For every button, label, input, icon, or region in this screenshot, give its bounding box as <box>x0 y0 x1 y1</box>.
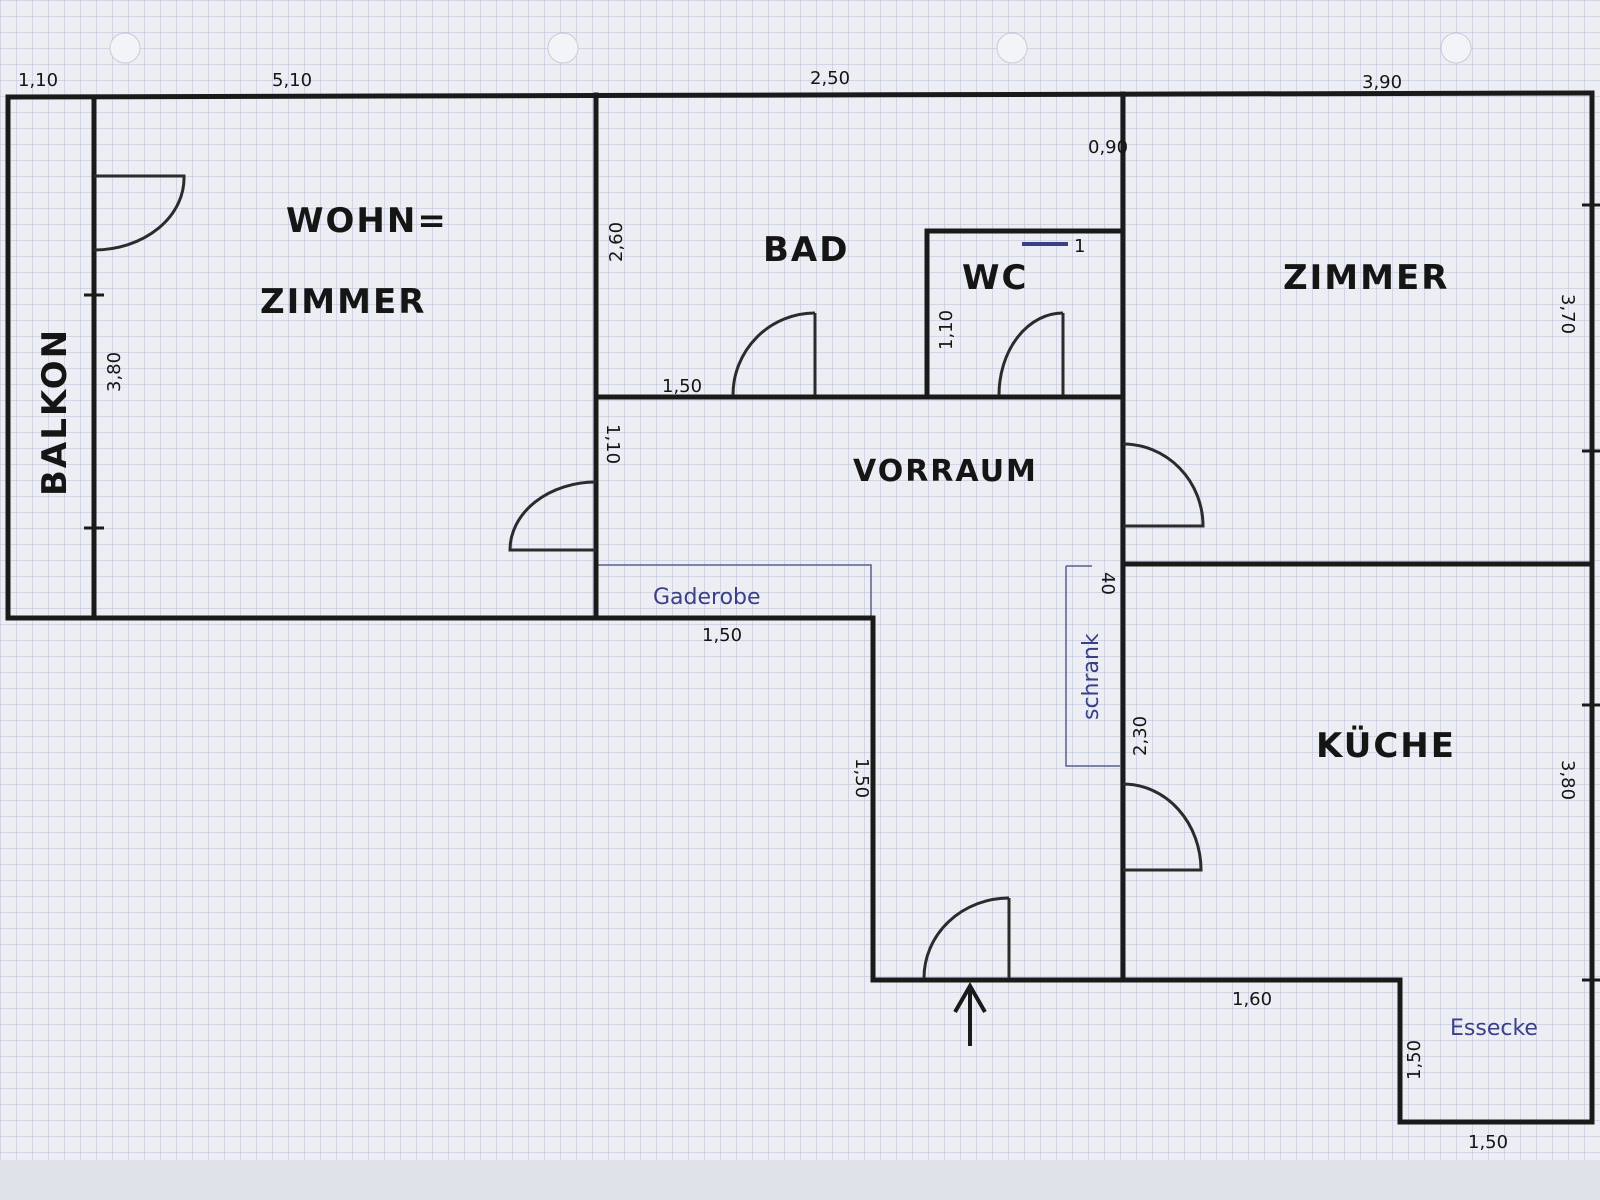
dim-zimmer-width: 3,90 <box>1362 72 1402 93</box>
door-bad <box>731 311 817 396</box>
garderobe-outline <box>598 564 872 618</box>
dim-schrank-depth: 40 <box>1097 572 1118 595</box>
wall-ticks <box>84 203 1600 982</box>
dim-wc-offset: 0,90 <box>1088 137 1128 158</box>
binder-holes <box>109 32 1472 64</box>
note-garderobe: Gaderobe <box>653 585 761 610</box>
door-balkon <box>93 174 186 252</box>
room-label-vorraum: VORRAUM <box>853 454 1038 489</box>
dim-wohn-height: 3,80 <box>104 352 125 392</box>
dim-vorraum-side: 1,10 <box>602 424 623 464</box>
room-label-bad: BAD <box>763 230 849 270</box>
door-wc <box>997 311 1065 396</box>
door-wohnzimmer <box>508 480 597 552</box>
dim-corridor-height: 1,50 <box>851 758 872 798</box>
dim-kueche-height: 3,80 <box>1557 760 1578 800</box>
dim-kueche-side: 2,30 <box>1130 716 1151 756</box>
door-kueche <box>1122 782 1203 872</box>
door-zimmer <box>1122 442 1205 528</box>
dim-bad-width: 2,50 <box>810 68 850 89</box>
note-essecke: Essecke <box>1450 1016 1538 1041</box>
dim-wohn-width: 5,10 <box>272 70 312 91</box>
paper-grid <box>0 0 1600 1160</box>
dim-balkon-width: 1,10 <box>18 70 58 91</box>
dim-bad-height: 2,60 <box>606 222 627 262</box>
doors <box>93 174 1205 979</box>
room-label-wc: WC <box>962 258 1028 298</box>
dim-garderobe-width: 1,50 <box>702 625 742 646</box>
dim-kueche-bottom: 1,60 <box>1232 989 1272 1010</box>
furniture-outlines <box>598 564 1120 767</box>
door-entrance <box>922 896 1011 979</box>
note-wc-number: 1 <box>1074 236 1085 257</box>
entrance-arrow-icon <box>953 981 987 1046</box>
dim-wc-height: 1,10 <box>936 310 957 350</box>
dim-bad-bottom: 1,50 <box>662 376 702 397</box>
schrank-outline <box>1065 565 1120 767</box>
room-label-zimmer: ZIMMER <box>1283 258 1449 298</box>
note-schrank: schrank <box>1079 633 1104 720</box>
room-label-wohnzimmer-line1: WOHN= <box>286 201 448 241</box>
room-label-balkon: BALKON <box>35 328 75 496</box>
dim-essecke-width: 1,50 <box>1468 1132 1508 1153</box>
dim-essecke-height: 1,50 <box>1404 1040 1425 1080</box>
room-label-kueche: KÜCHE <box>1316 725 1456 766</box>
dim-zimmer-height: 3,70 <box>1557 294 1578 334</box>
room-label-wohnzimmer-line2: ZIMMER <box>260 282 426 322</box>
walls <box>5 90 1595 1125</box>
paper-bottom-edge <box>0 1160 1600 1200</box>
